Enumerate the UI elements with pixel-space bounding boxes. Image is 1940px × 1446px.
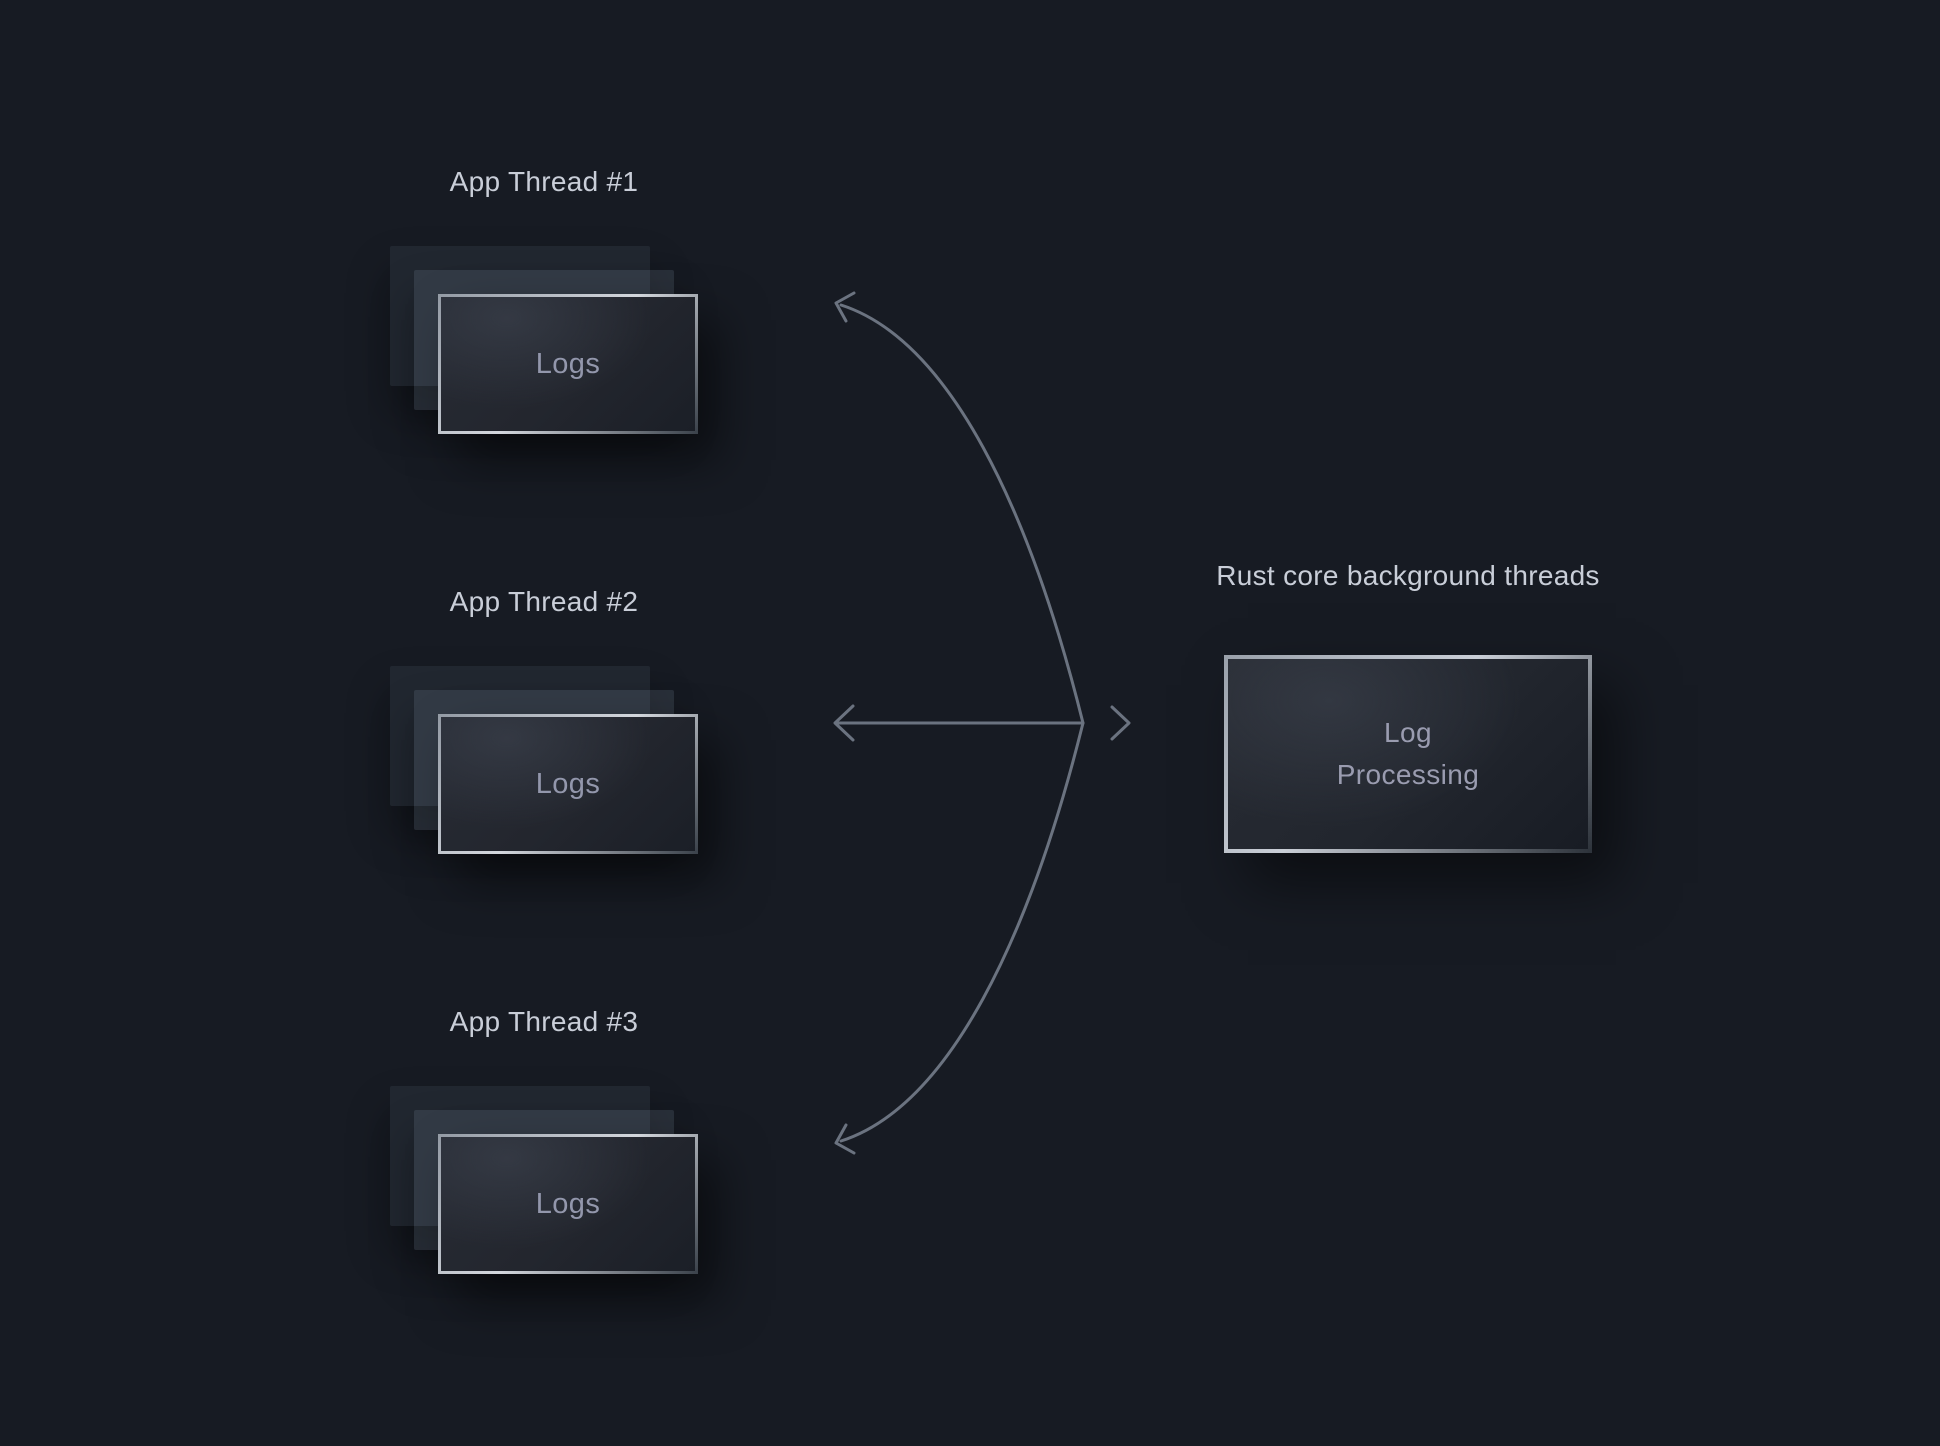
app-thread-1-card-stack: Logs [390, 246, 698, 434]
app-thread-3-label: App Thread #3 [449, 1006, 639, 1037]
app-thread-1-label: App Thread #1 [449, 166, 639, 197]
app-thread-3-card-stack: Logs [390, 1086, 698, 1274]
arrow-curve-top [839, 303, 1085, 725]
app-thread-2-label: App Thread #2 [449, 586, 639, 617]
logs-card-label: Logs [535, 767, 601, 800]
log-processing-label: Log Processing [1336, 717, 1480, 790]
arrow-curve-bottom [839, 721, 1085, 1143]
logs-card: Logs [438, 714, 698, 854]
app-thread-2-card-stack: Logs [390, 666, 698, 854]
rust-core-label: Rust core background threads [1216, 560, 1600, 591]
logs-card-label: Logs [535, 347, 601, 380]
arrowhead-top-icon [834, 291, 856, 323]
app-thread-1-group: App Thread #1 Logs [390, 160, 698, 440]
logs-card: Logs [438, 1134, 698, 1274]
logs-card: Logs [438, 294, 698, 434]
arrowhead-right-icon [1110, 705, 1131, 741]
arrowhead-left-icon [833, 704, 855, 742]
logs-card-label: Logs [535, 1187, 601, 1220]
app-thread-2-group: App Thread #2 Logs [390, 580, 698, 860]
arrowhead-bottom-icon [834, 1123, 856, 1155]
app-thread-3-group: App Thread #3 Logs [390, 1000, 698, 1280]
log-processing-box: Log Processing [1224, 655, 1592, 853]
